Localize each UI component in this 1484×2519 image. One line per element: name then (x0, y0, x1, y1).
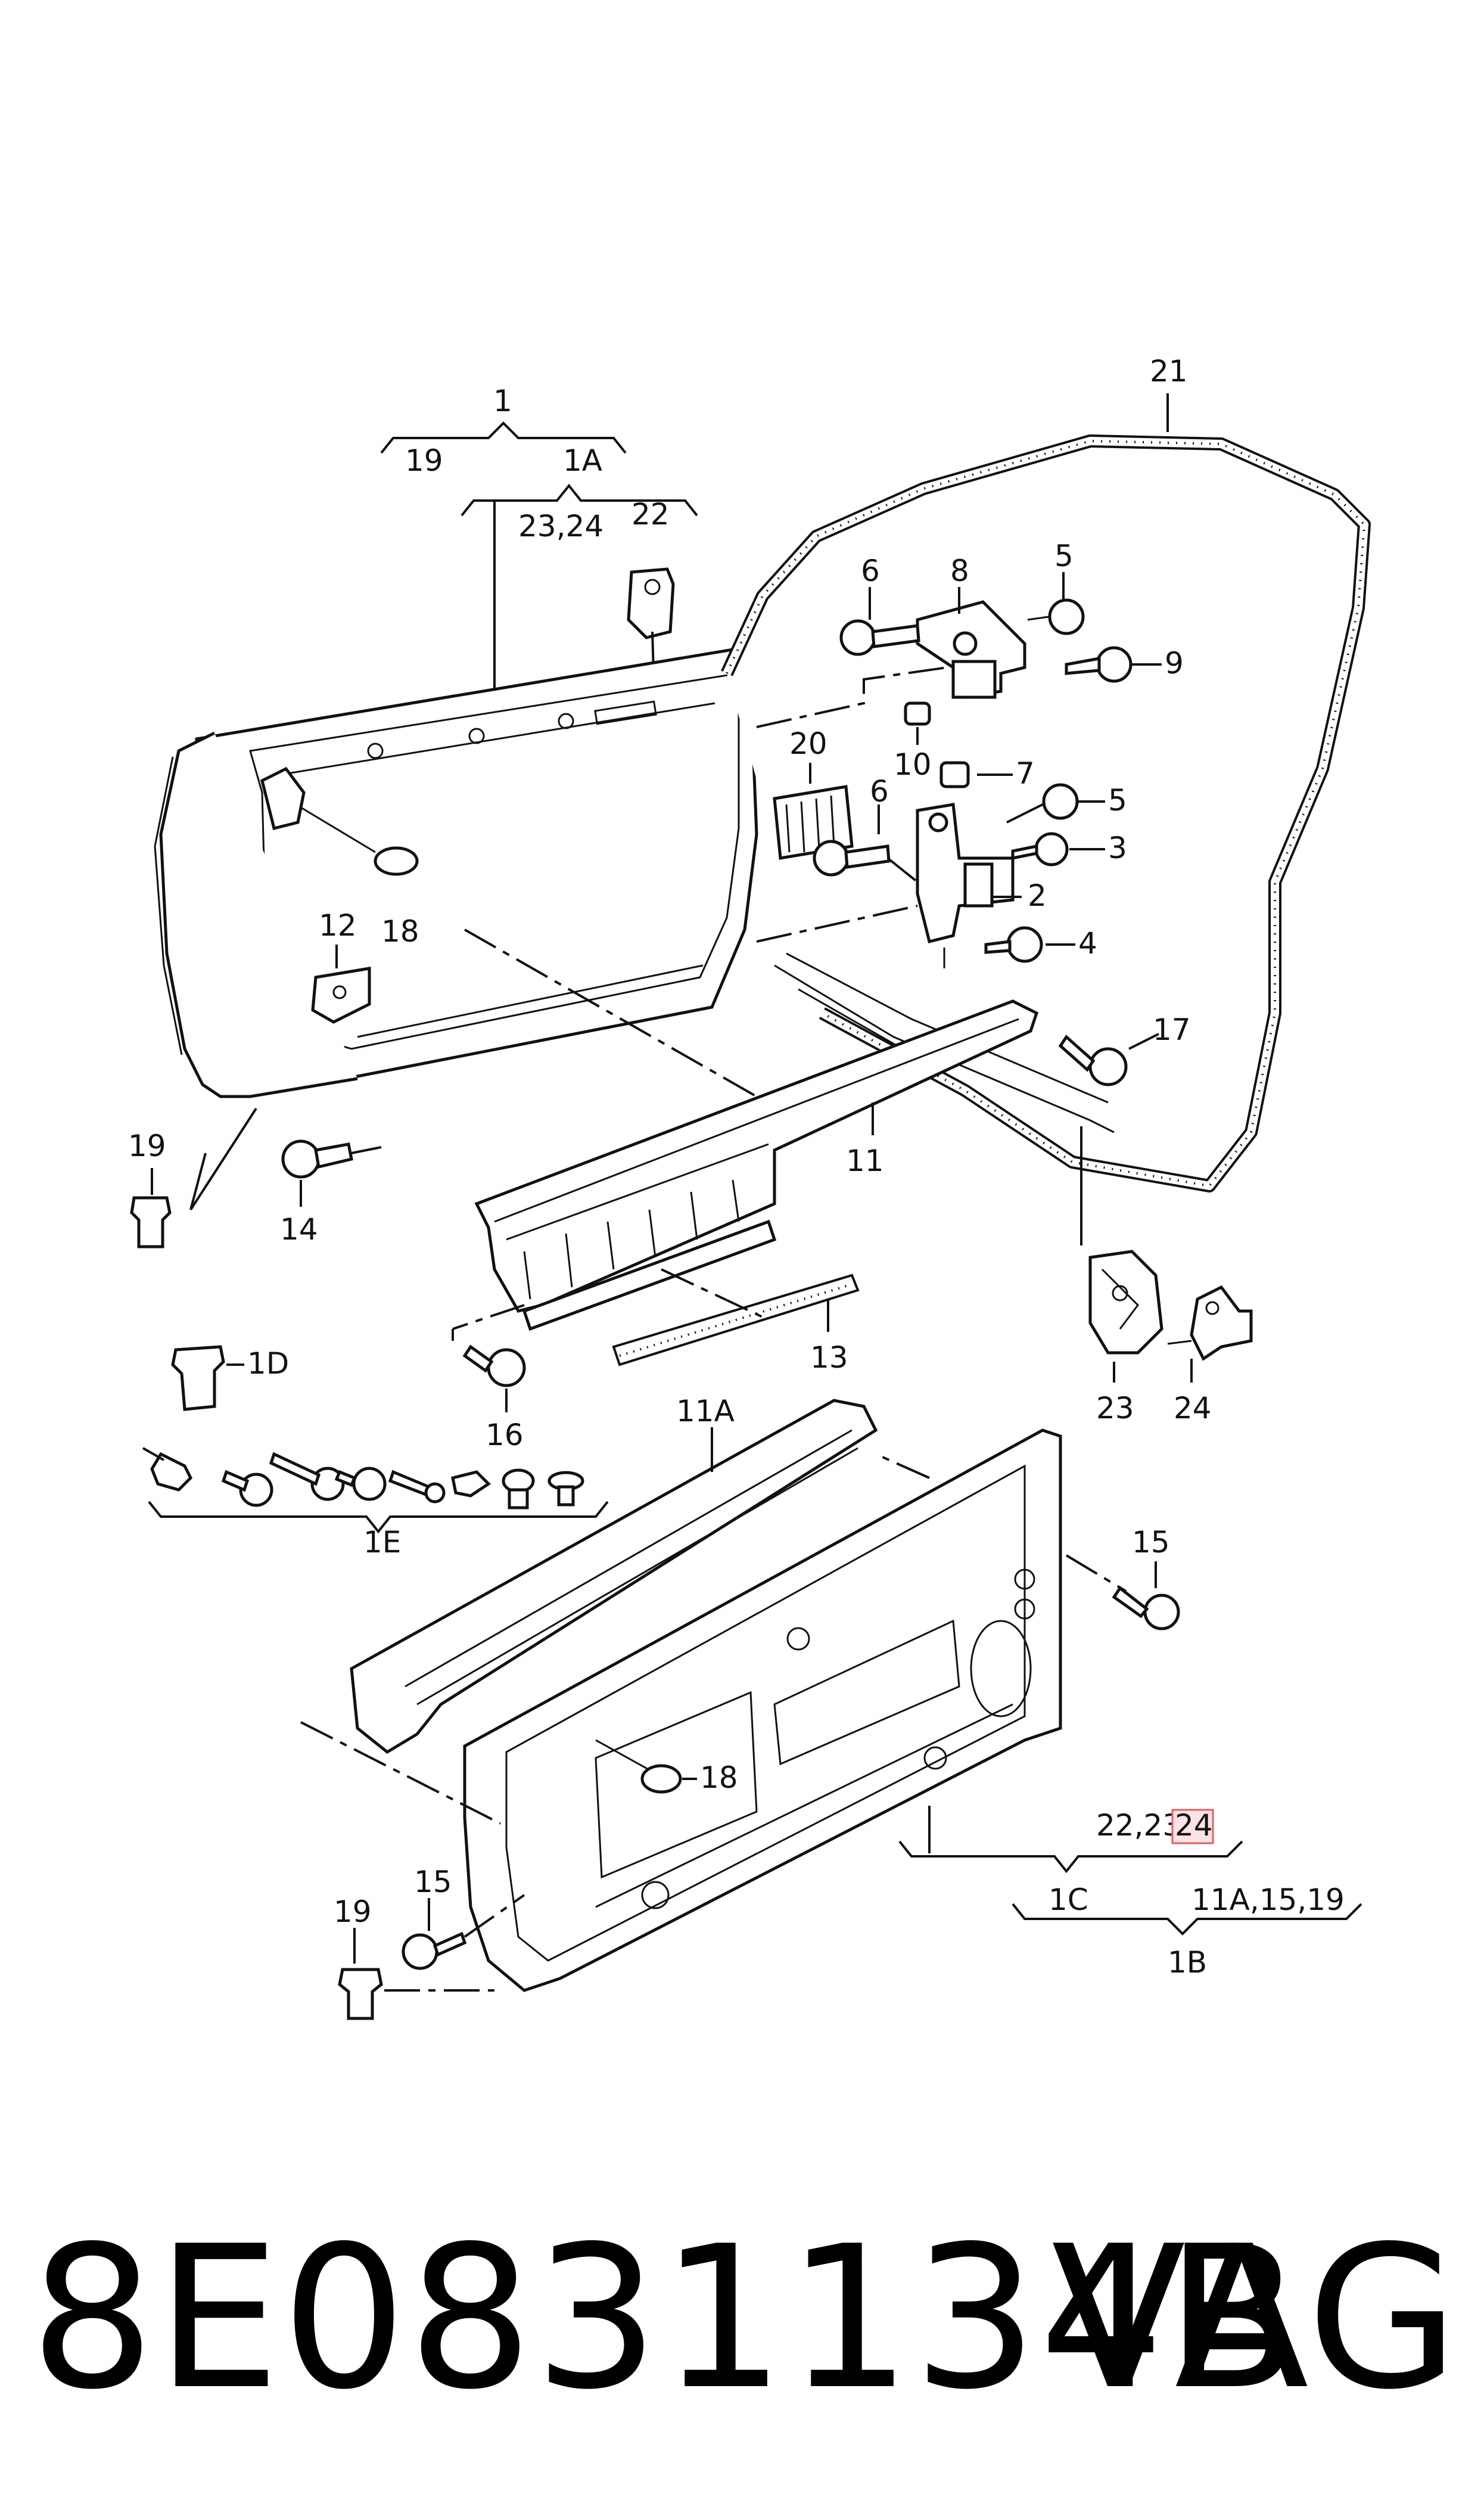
callout-12: 12 (319, 908, 357, 943)
callout-5-lower: 5 (1108, 783, 1127, 818)
callout-2: 2 (1028, 878, 1047, 913)
door-frame-part-1 (154, 641, 771, 1211)
plate-part-23 (1088, 1250, 1163, 1383)
callout-19-lower: 19 (334, 1894, 372, 1929)
callout-6-upper: 6 (861, 554, 880, 588)
callout-4: 4 (1078, 926, 1097, 961)
callout-1A: 1A (563, 443, 602, 478)
strip-part-13 (612, 1268, 860, 1366)
plug-part-19-left (130, 1153, 207, 1248)
callout-9: 9 (1165, 646, 1184, 681)
callout-13: 13 (810, 1340, 848, 1375)
bracket-part-24 (1167, 1285, 1253, 1383)
bolt-part-15-right (1112, 1561, 1180, 1630)
brand-name: VAG (1051, 2204, 1460, 2433)
callout-23-24: 23,24 (518, 509, 603, 543)
door-seal-part-21 (721, 393, 1371, 1192)
callout-15-lower: 15 (414, 1865, 452, 1899)
callout-19-top: 19 (405, 443, 443, 478)
callout-11: 11 (846, 1144, 884, 1178)
bolt-part-17 (1058, 1033, 1159, 1086)
callout-24: 24 (1174, 1391, 1212, 1425)
door-parts-diagram: 1 19 1A 23,24 22 18 12 (128, 354, 1371, 2020)
door-shell-part-1B (300, 1399, 1127, 1992)
callout-24-highlighted: 24 (1175, 1808, 1213, 1843)
callout-1E: 1E (363, 1525, 401, 1560)
callout-11A-15-19: 11A,15,19 (1191, 1883, 1345, 1917)
highlight-box-24 (1171, 1809, 1214, 1844)
callout-1B: 1B (1168, 1945, 1207, 1980)
part-number: 8E0831134B (30, 2204, 1302, 2433)
body-sill (774, 952, 1115, 1245)
callout-3: 3 (1108, 831, 1127, 865)
callout-18-lower: 18 (700, 1760, 738, 1795)
callout-6-lower: 6 (870, 774, 889, 809)
plug-part-18-upper (300, 806, 419, 876)
bracket-part-12 (311, 945, 371, 1024)
callout-10: 10 (894, 747, 932, 782)
callout-1C: 1C (1049, 1883, 1088, 1917)
callout-23: 23 (1096, 1391, 1134, 1425)
callout-19-left: 19 (128, 1129, 166, 1163)
reinforcement-part-11 (452, 999, 1039, 1331)
bolt-part-14 (281, 1139, 382, 1207)
plug-part-19-lower (338, 1928, 494, 2020)
callout-7: 7 (1016, 756, 1035, 791)
callout-22: 22 (631, 497, 670, 532)
callout-21: 21 (1150, 354, 1188, 389)
bolt-part-15-lower (402, 1894, 525, 1970)
nut-part-1D (171, 1345, 244, 1411)
callout-17: 17 (1153, 1012, 1191, 1047)
callout-16: 16 (486, 1418, 524, 1452)
plug-part-18-lower (595, 1739, 697, 1794)
hinge-lower (756, 761, 1105, 968)
callout-14: 14 (280, 1212, 318, 1247)
bracket-group-1 (380, 421, 698, 691)
callout-20: 20 (789, 726, 827, 761)
hinge-upper (756, 572, 1162, 745)
callout-1: 1 (493, 384, 512, 418)
callout-11A: 11A (676, 1394, 735, 1428)
fastener-kit-1E (142, 1447, 609, 1534)
footer-bar: 8E0831134B VAG (0, 2193, 1484, 2443)
assembly-line-center (464, 928, 757, 1098)
callout-5-upper: 5 (1054, 539, 1074, 573)
bracket-group-1B (898, 1840, 1362, 1936)
callout-15-right: 15 (1132, 1525, 1170, 1560)
callout-1D: 1D (247, 1346, 289, 1381)
bolt-part-16 (452, 1329, 526, 1412)
callout-8: 8 (950, 554, 969, 588)
callout-18-upper: 18 (381, 914, 419, 949)
